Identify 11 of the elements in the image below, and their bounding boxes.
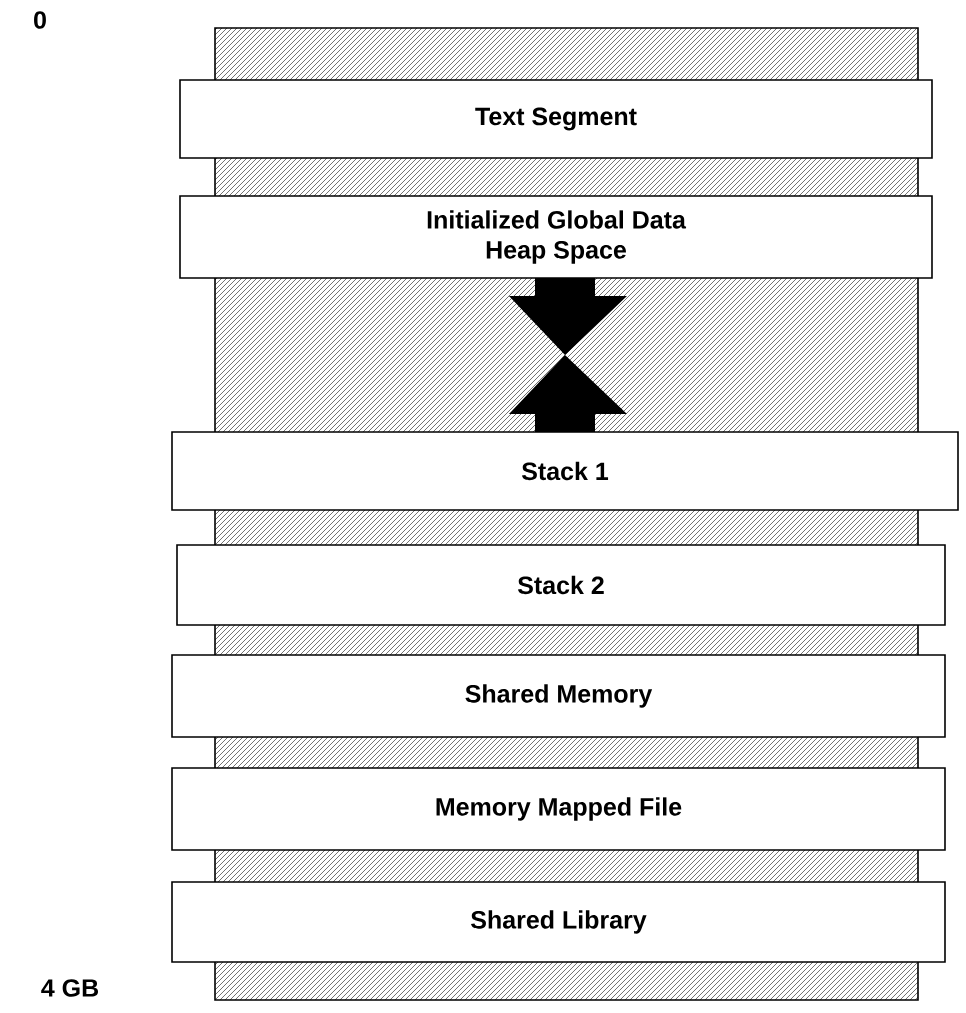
address-label: 4 GB bbox=[41, 979, 98, 997]
memory-segment-box: Stack 2 bbox=[176, 544, 946, 626]
memory-segment-box: Stack 1 bbox=[171, 431, 959, 511]
growth-arrow bbox=[509, 278, 627, 355]
memory-segment-box: Shared Memory bbox=[171, 654, 946, 738]
memory-segment-box: Memory Mapped File bbox=[171, 767, 946, 851]
memory-segment-box: Text Segment bbox=[179, 79, 933, 159]
memory-segment-box: Shared Library bbox=[171, 881, 946, 963]
address-label: 0 bbox=[34, 11, 46, 29]
memory-segment-box: Initialized Global Data Heap Space bbox=[179, 195, 933, 279]
growth-arrow bbox=[509, 355, 627, 432]
